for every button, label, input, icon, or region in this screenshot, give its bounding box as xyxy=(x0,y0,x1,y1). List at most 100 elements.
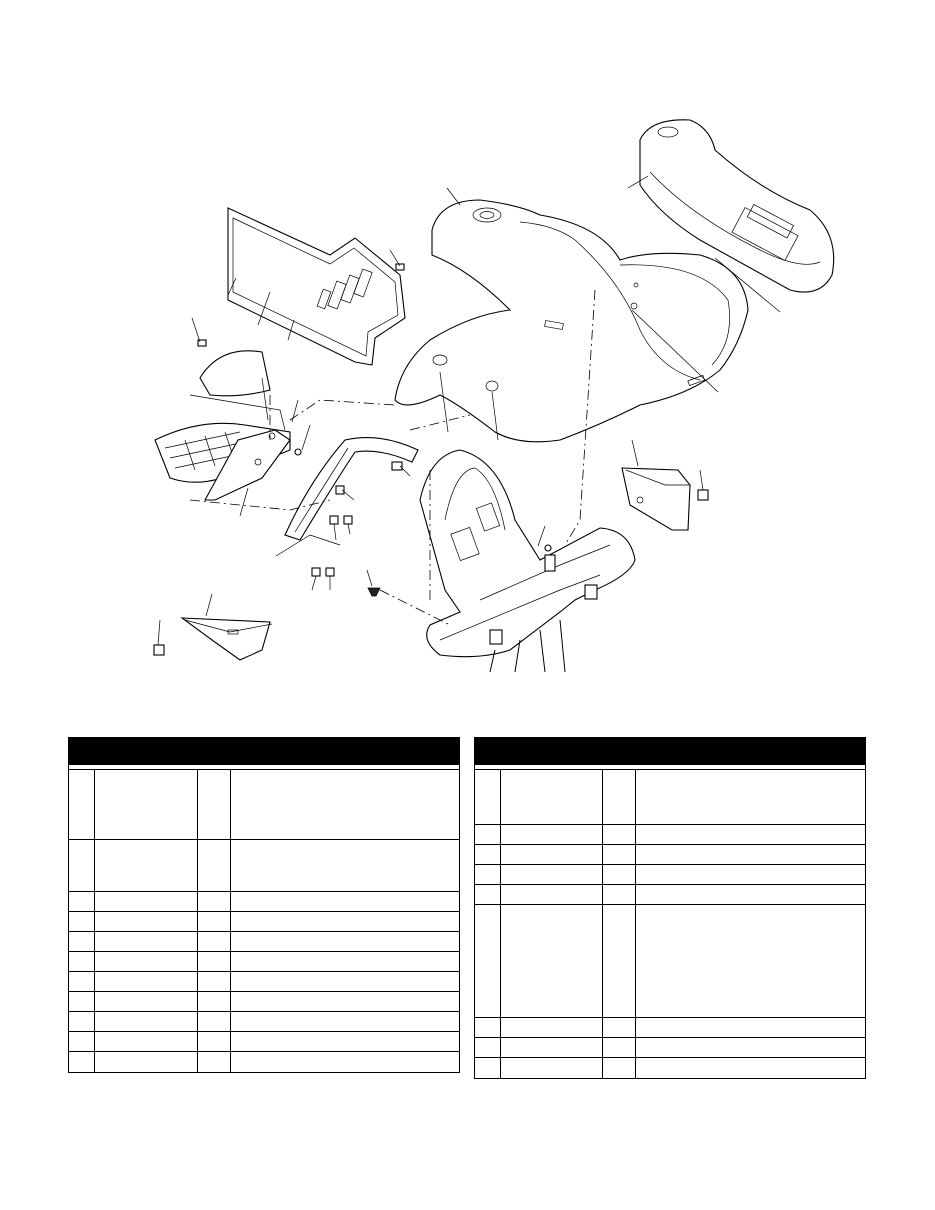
table-cell xyxy=(198,912,231,931)
table-cell xyxy=(69,972,95,991)
parts-table-right xyxy=(474,737,866,1079)
table-cell xyxy=(198,892,231,911)
table-body xyxy=(475,770,865,1078)
table-cell xyxy=(231,892,459,911)
table-cell xyxy=(501,1018,603,1037)
table-cell xyxy=(603,1038,636,1057)
table-cell xyxy=(95,952,198,971)
table-cell xyxy=(475,770,501,824)
frame xyxy=(419,449,636,673)
table-cell xyxy=(198,1012,231,1031)
table-cell xyxy=(501,865,603,884)
table-cell xyxy=(475,1058,501,1078)
table-row xyxy=(475,1038,865,1058)
table-cell xyxy=(198,770,231,839)
table-header-gap xyxy=(69,765,459,770)
table-cell xyxy=(603,865,636,884)
table-cell xyxy=(501,1038,603,1057)
table-cell xyxy=(475,885,501,904)
table-cell xyxy=(198,1052,231,1072)
fasteners xyxy=(153,263,709,656)
table-cell xyxy=(69,992,95,1011)
exploded-parts-diagram xyxy=(153,119,835,673)
table-cell xyxy=(198,972,231,991)
table-cell xyxy=(95,770,198,839)
table-cell xyxy=(231,1052,459,1072)
table-cell xyxy=(69,932,95,951)
table-cell xyxy=(475,905,501,1017)
table-row xyxy=(475,770,865,825)
table-cell xyxy=(231,932,459,951)
table-cell xyxy=(95,932,198,951)
table-cell xyxy=(231,972,459,991)
table-cell xyxy=(69,840,95,891)
table-row xyxy=(69,1012,459,1032)
table-cell xyxy=(95,1052,198,1072)
table-row xyxy=(69,912,459,932)
table-cell xyxy=(69,1032,95,1051)
table-cell xyxy=(636,1058,865,1078)
table-cell xyxy=(231,1012,459,1031)
assembly-lines xyxy=(189,289,596,626)
table-cell xyxy=(603,1058,636,1078)
parts-table-left xyxy=(68,737,460,1073)
table-row xyxy=(69,1052,459,1072)
table-cell xyxy=(501,845,603,864)
table-header-bar xyxy=(475,738,865,765)
table-cell xyxy=(95,1032,198,1051)
table-cell xyxy=(231,1032,459,1051)
table-row xyxy=(69,932,459,952)
table-row xyxy=(69,1032,459,1052)
table-row xyxy=(69,840,459,892)
table-row xyxy=(69,972,459,992)
table-cell xyxy=(636,825,865,844)
table-cell xyxy=(231,770,459,839)
table-cell xyxy=(231,952,459,971)
table-row xyxy=(475,905,865,1018)
table-cell xyxy=(231,992,459,1011)
table-cell xyxy=(95,840,198,891)
table-cell xyxy=(231,912,459,931)
table-cell xyxy=(636,905,865,1017)
table-cell xyxy=(69,1012,95,1031)
table-cell xyxy=(69,770,95,839)
table-cell xyxy=(636,885,865,904)
table-cell xyxy=(475,845,501,864)
mud-guard xyxy=(284,437,419,541)
table-cell xyxy=(636,770,865,824)
table-header-bar xyxy=(69,738,459,765)
table-cell xyxy=(231,840,459,891)
table-body xyxy=(69,770,459,1072)
table-row xyxy=(475,1058,865,1078)
right-bracket xyxy=(621,467,691,531)
table-row xyxy=(69,952,459,972)
table-cell xyxy=(198,1032,231,1051)
table-cell xyxy=(636,865,865,884)
leader-lines xyxy=(157,175,781,646)
table-row xyxy=(475,845,865,865)
left-bracket xyxy=(204,429,291,501)
table-cell xyxy=(603,1018,636,1037)
table-cell xyxy=(636,1018,865,1037)
table-cell xyxy=(475,865,501,884)
table-row xyxy=(69,892,459,912)
table-cell xyxy=(475,1018,501,1037)
table-cell xyxy=(603,825,636,844)
front-fender xyxy=(394,199,749,443)
left-side-panel xyxy=(227,207,406,366)
table-cell xyxy=(198,840,231,891)
table-cell xyxy=(95,972,198,991)
table-cell xyxy=(501,770,603,824)
table-cell xyxy=(636,845,865,864)
table-cell xyxy=(501,825,603,844)
table-cell xyxy=(198,992,231,1011)
table-cell xyxy=(636,1038,865,1057)
table-cell xyxy=(603,885,636,904)
table-cell xyxy=(69,892,95,911)
table-cell xyxy=(501,885,603,904)
table-cell xyxy=(603,905,636,1017)
table-cell xyxy=(603,770,636,824)
rear-fender xyxy=(639,119,835,293)
table-cell xyxy=(198,952,231,971)
table-cell xyxy=(475,1038,501,1057)
